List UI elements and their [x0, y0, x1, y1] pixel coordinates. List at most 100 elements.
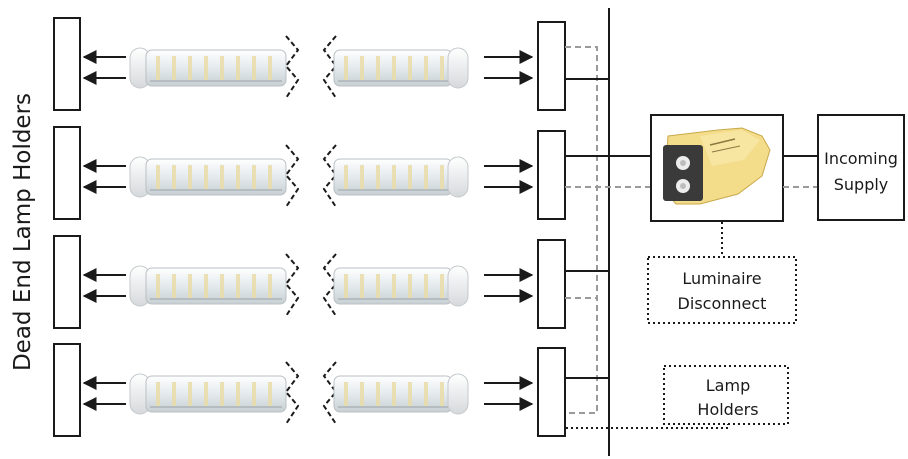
left-tube-row1-led — [188, 56, 192, 80]
disconnect-label-line2: Disconnect — [678, 294, 767, 313]
disconnect-label-line1: Luminaire — [682, 269, 761, 288]
right-tube-row2-led — [408, 165, 412, 189]
lamp-row3 — [53, 235, 566, 329]
right-tube-row1-led — [424, 56, 428, 80]
right-tube-row4-led — [408, 382, 412, 406]
left-tube-row3-led — [172, 274, 176, 298]
lamp-row4 — [53, 343, 566, 437]
dead-end-holder-row4 — [53, 343, 81, 437]
break-mark-right-row2 — [322, 144, 338, 208]
right-cap-row1 — [447, 47, 469, 89]
right-tube-row4-led — [344, 382, 348, 406]
right-cap-row2 — [447, 156, 469, 198]
left-tube-row3-led — [236, 274, 240, 298]
break-mark-left-row1 — [284, 35, 300, 99]
left-tube-row4-led — [252, 382, 256, 406]
left-tube-row2-body — [145, 158, 287, 196]
lamp-row2 — [53, 126, 566, 220]
left-tube-row4-led — [156, 382, 160, 406]
left-tube-row2-led — [268, 165, 272, 189]
left-tube-row3-led — [188, 274, 192, 298]
right-tube-row3 — [333, 267, 453, 305]
left-tube-row1-led — [252, 56, 256, 80]
disconnect-callout-box — [647, 256, 797, 324]
right-tube-row2-led — [424, 165, 428, 189]
right-tube-row3-led — [440, 274, 444, 298]
right-tube-row1-led — [408, 56, 412, 80]
break-mark-left-row3 — [284, 253, 300, 317]
left-tube-row1-led — [220, 56, 224, 80]
right-tube-row1-led — [360, 56, 364, 80]
left-tube-row2-led — [204, 165, 208, 189]
right-tube-row2-led — [392, 165, 396, 189]
right-tube-row3-led — [424, 274, 428, 298]
right-tube-row4-led — [424, 382, 428, 406]
side-label: Dead End Lamp Holders — [10, 93, 36, 371]
dead-end-holder-row2 — [53, 126, 81, 220]
lamp-holder-row4 — [537, 347, 566, 437]
dotted-holders-leader — [566, 424, 729, 429]
right-tube-row2-led — [344, 165, 348, 189]
dashed-trunk — [565, 46, 598, 414]
left-tube-row1-led — [268, 56, 272, 80]
lamp-row1 — [53, 17, 566, 111]
lamp-rows — [53, 17, 566, 437]
left-tube-row1-led — [156, 56, 160, 80]
right-tube-row2-led — [376, 165, 380, 189]
right-cap-row4 — [447, 373, 469, 415]
left-tube-row1-led — [172, 56, 176, 80]
left-tube-row2 — [145, 158, 287, 196]
right-tube-row4-led — [360, 382, 364, 406]
right-tube-row4 — [333, 375, 453, 413]
left-tube-row1-led — [204, 56, 208, 80]
right-tube-row3-led — [360, 274, 364, 298]
lamp-holder-row1 — [537, 21, 566, 111]
supply-label-line2: Supply — [834, 175, 889, 194]
right-tube-row1-led — [440, 56, 444, 80]
right-tube-row1 — [333, 49, 453, 87]
break-mark-left-row4 — [284, 361, 300, 425]
left-tube-row4-led — [188, 382, 192, 406]
break-mark-left-row2 — [284, 144, 300, 208]
break-mark-right-row4 — [322, 361, 338, 425]
right-cap-row3 — [447, 265, 469, 307]
right-tube-row2-led — [360, 165, 364, 189]
right-tube-row1-led — [376, 56, 380, 80]
left-tube-row4-led — [236, 382, 240, 406]
left-tube-row3-led — [204, 274, 208, 298]
holders-label-line2: Holders — [697, 400, 758, 419]
right-tube-row1-led — [344, 56, 348, 80]
right-tube-row3-led — [376, 274, 380, 298]
break-mark-right-row1 — [322, 35, 338, 99]
right-tube-row4-led — [392, 382, 396, 406]
left-tube-row3-body — [145, 267, 287, 305]
left-tube-row4-body — [145, 375, 287, 413]
left-tube-row4 — [145, 375, 287, 413]
lamp-holder-row2 — [537, 130, 566, 220]
left-tube-row2-led — [188, 165, 192, 189]
incoming-supply-box — [817, 114, 905, 221]
left-tube-row1 — [145, 49, 287, 87]
left-tube-row2-led — [220, 165, 224, 189]
left-tube-row4-led — [204, 382, 208, 406]
right-tube-row4-led — [440, 382, 444, 406]
left-tube-row2-led — [252, 165, 256, 189]
right-tube-row3-led — [344, 274, 348, 298]
left-tube-row2-led — [172, 165, 176, 189]
right-tube-row2-led — [440, 165, 444, 189]
left-tube-row3 — [145, 267, 287, 305]
dead-end-holder-row3 — [53, 235, 81, 329]
left-tube-row3-led — [220, 274, 224, 298]
lamp-holder-row3 — [537, 239, 566, 329]
right-tube-row1-led — [392, 56, 396, 80]
left-tube-row1-body — [145, 49, 287, 87]
break-mark-right-row3 — [322, 253, 338, 317]
left-tube-row3-led — [252, 274, 256, 298]
left-tube-row3-led — [156, 274, 160, 298]
right-tube-row3-led — [392, 274, 396, 298]
left-tube-row4-led — [268, 382, 272, 406]
left-tube-row2-led — [236, 165, 240, 189]
left-tube-row2-led — [156, 165, 160, 189]
